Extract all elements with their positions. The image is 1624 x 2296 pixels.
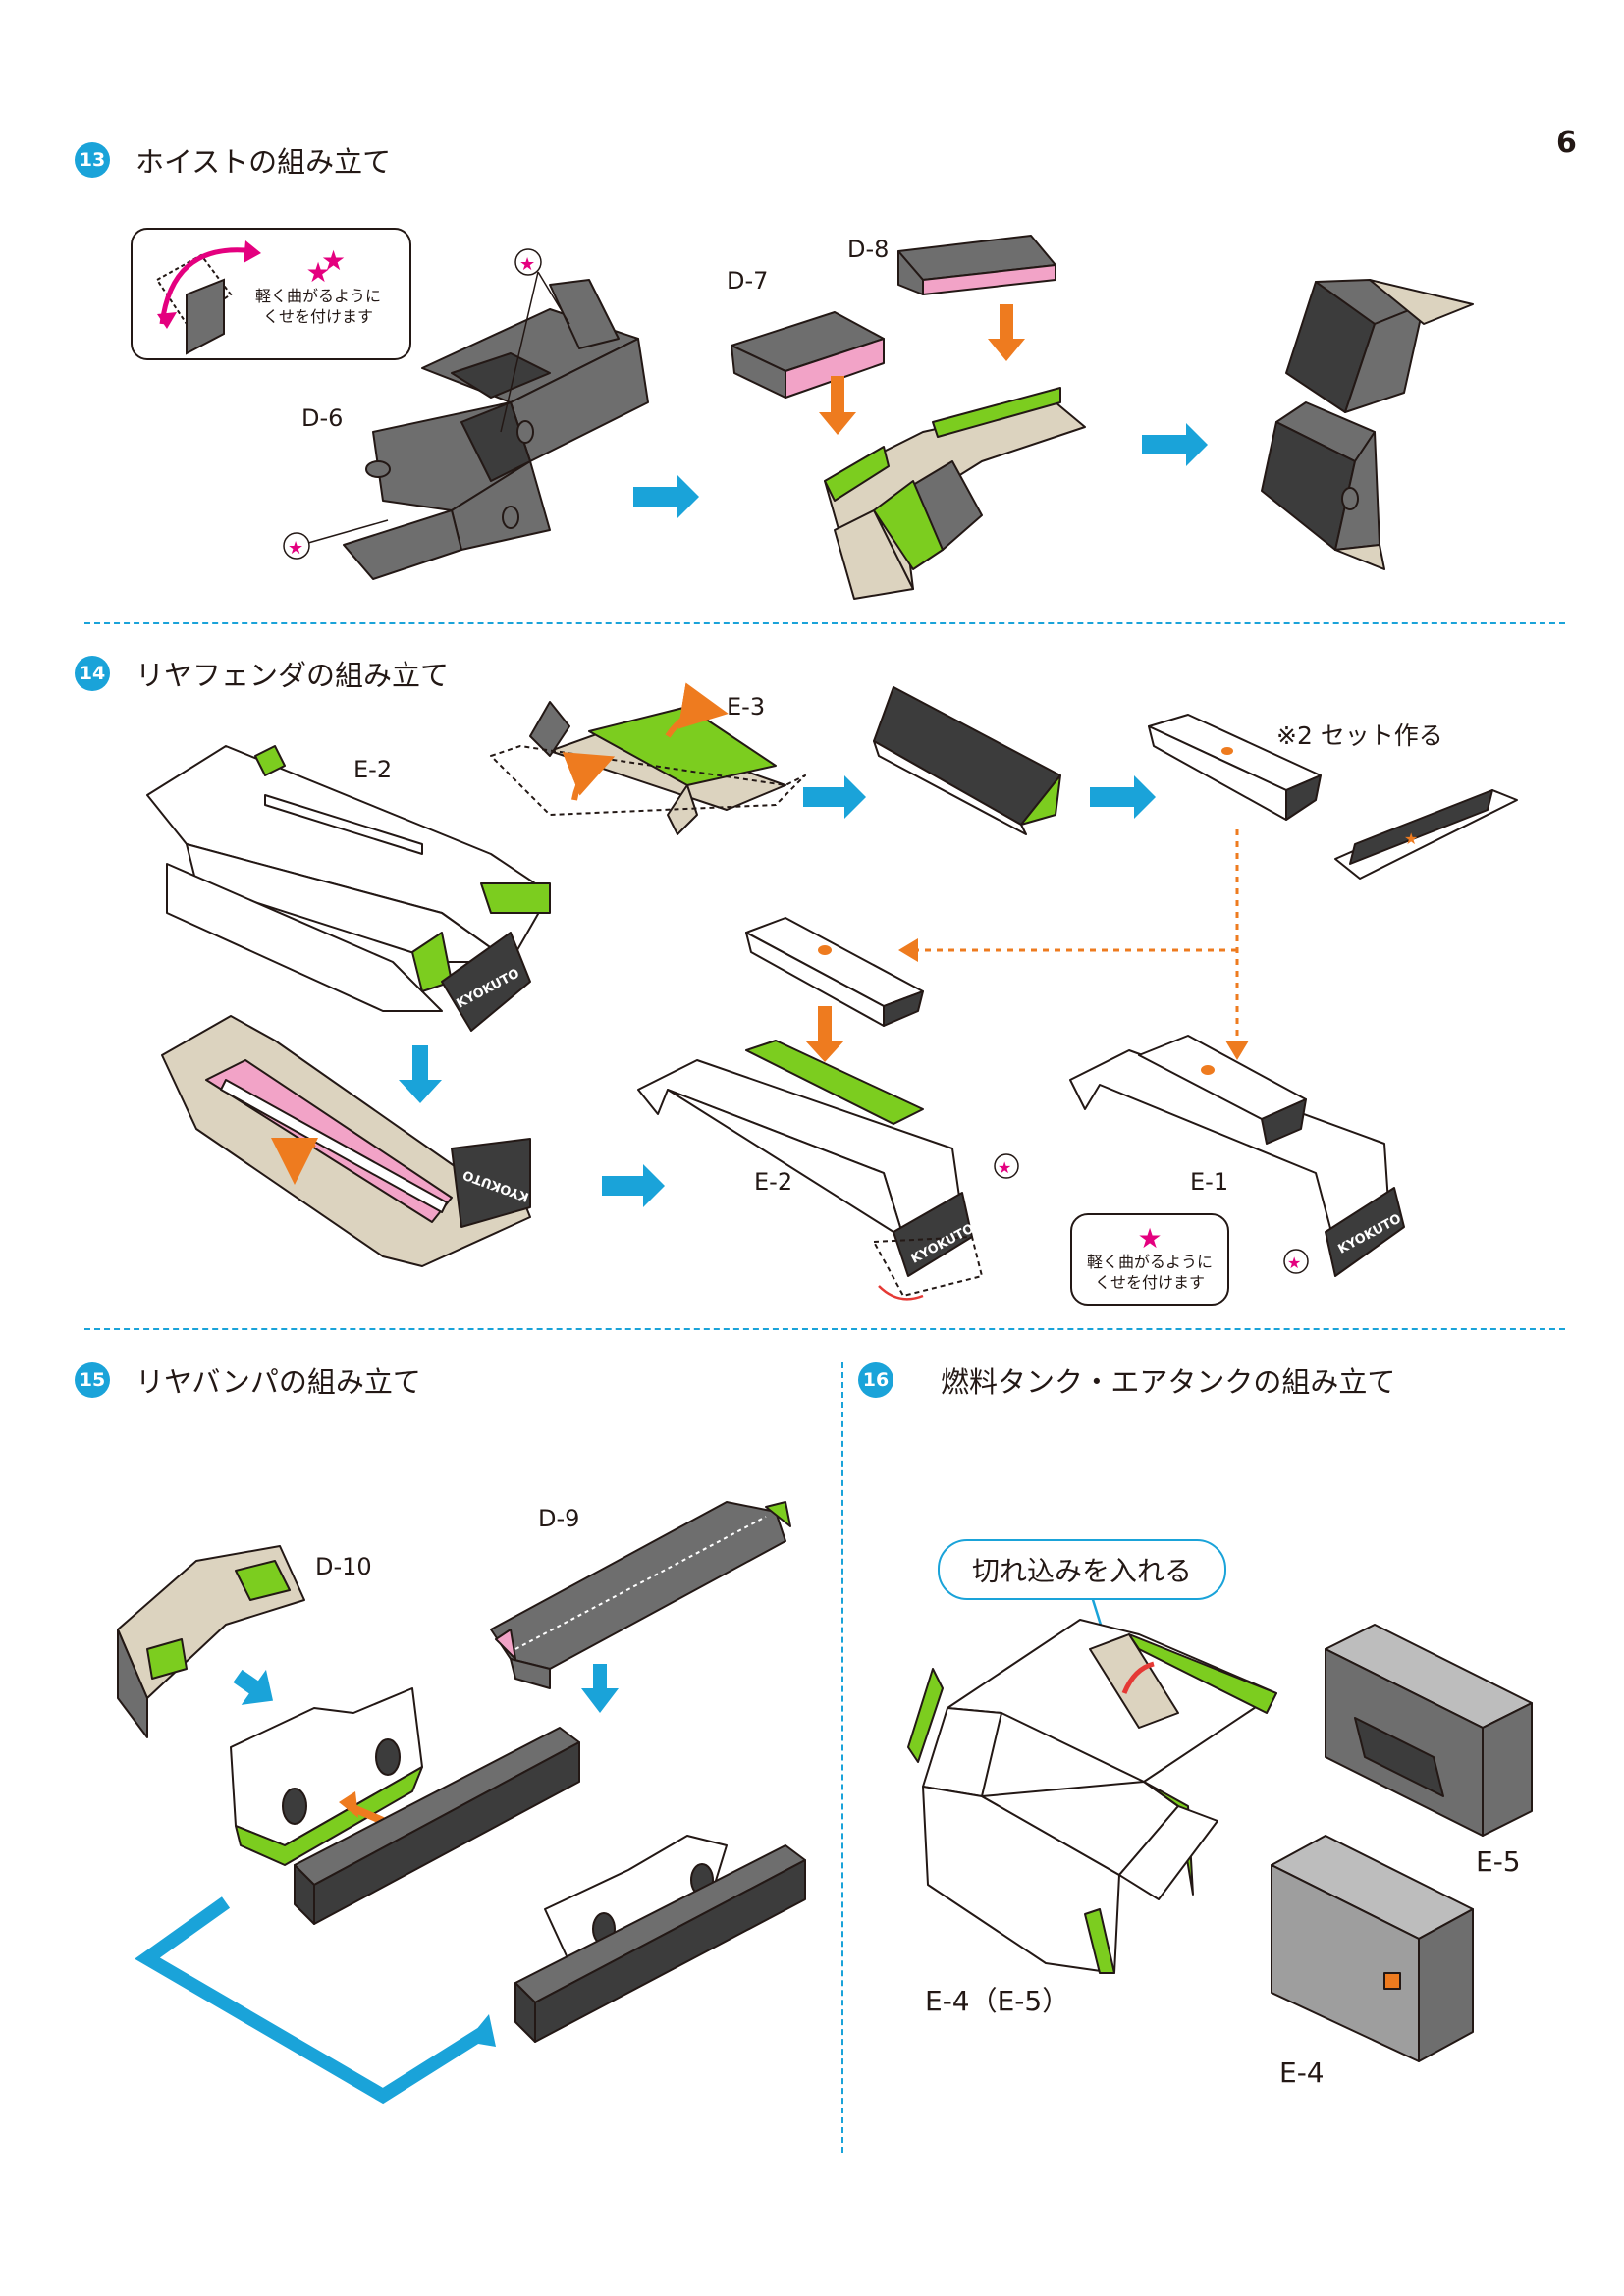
step-15-title: リヤバンパの組み立て — [135, 1365, 421, 1399]
tank-e4-e5-part — [907, 1619, 1277, 1974]
step-13-title: ホイストの組み立て — [135, 145, 392, 179]
label-e4-e5: E-4（E-5） — [925, 1985, 1070, 2017]
label-d10: D-10 — [315, 1553, 372, 1580]
label-e5: E-5 — [1476, 1845, 1521, 1878]
step-13-header: 13 ホイストの組み立て — [75, 139, 391, 181]
label-e2-bottom: E-2 — [754, 1168, 793, 1196]
label-d9: D-9 — [538, 1505, 580, 1532]
fender-e2-part — [146, 745, 551, 1032]
cut-in-callout: 切れ込みを入れる — [938, 1539, 1226, 1600]
step-15-number: 15 — [75, 1362, 110, 1398]
arrow-down-icon — [819, 376, 856, 435]
arrow-down-icon — [988, 304, 1025, 361]
fold-hint-callout-14: ★ 軽く曲がるように くせを付けます — [1070, 1213, 1229, 1306]
tank-e4-completed — [1271, 1835, 1474, 2062]
hoist-d7-d8-assembly — [731, 235, 1086, 600]
callout-line-2: くせを付けます — [262, 307, 373, 326]
bumper-d10-part — [117, 1545, 305, 1738]
arrow-right-icon — [1090, 775, 1156, 819]
step-15-header: 15 リヤバンパの組み立て — [75, 1360, 421, 1401]
arrow-down-icon — [805, 1006, 844, 1062]
arrow-down-icon — [399, 1045, 442, 1103]
star-icon: ★ — [1137, 1222, 1163, 1255]
step-14-header: 14 リヤフェンダの組み立て — [75, 653, 449, 694]
fender-e3-folded — [873, 686, 1061, 835]
arrow-right-icon — [633, 475, 699, 518]
fender-e1-completed — [1069, 1035, 1405, 1277]
label-e2-top: E-2 — [353, 756, 393, 783]
arrow-down-icon — [233, 1669, 274, 1705]
fender-insert-part — [1148, 714, 1518, 880]
step-13-number: 13 — [75, 142, 110, 178]
svg-text:★: ★ — [519, 254, 535, 275]
star-markers-13 — [283, 248, 570, 560]
step-14-title: リヤフェンダの組み立て — [135, 659, 450, 692]
label-e4: E-4 — [1279, 2056, 1325, 2089]
svg-text:★: ★ — [998, 1158, 1011, 1177]
bumper-body-part — [230, 1687, 423, 1866]
label-d8: D-8 — [847, 236, 890, 263]
bumper-bar-part — [294, 1727, 580, 1925]
star-icon: ★ — [305, 256, 331, 289]
tank-e5-completed — [1325, 1624, 1533, 1837]
bumper-d9-part — [490, 1501, 791, 1689]
callout-line-1: 軽く曲がるように — [254, 287, 381, 305]
step-16-header: 16 燃料タンク・エアタンクの組み立て — [858, 1360, 1395, 1401]
section-divider-2 — [84, 1328, 1565, 1330]
fold-hint-callout-13: ★ 軽く曲がるように くせを付けます — [230, 240, 406, 347]
star-icon: ★ — [321, 244, 346, 277]
svg-text:★: ★ — [321, 244, 346, 277]
callout-line-1: 軽く曲がるように — [1086, 1253, 1213, 1271]
two-sets-note: ※2 セット作る — [1276, 721, 1443, 750]
label-e3: E-3 — [727, 693, 766, 721]
step-16-number: 16 — [858, 1362, 893, 1398]
arrow-right-icon — [135, 1896, 485, 2105]
label-e1: E-1 — [1190, 1168, 1229, 1196]
arrow-right-icon — [1142, 423, 1208, 466]
arrow-right-icon — [602, 1164, 665, 1207]
fender-inner-view — [161, 1015, 531, 1267]
star-markers-14 — [994, 1153, 1309, 1274]
hoist-d6-part — [343, 279, 649, 580]
callout-line-2: くせを付けます — [1094, 1273, 1205, 1292]
section-divider-1 — [84, 622, 1565, 624]
label-d6: D-6 — [301, 404, 344, 432]
svg-text:★: ★ — [288, 538, 303, 559]
svg-text:★: ★ — [1404, 829, 1418, 848]
step-14-number: 14 — [75, 656, 110, 691]
fender-e2-assembly — [637, 1040, 983, 1297]
fender-insert-top — [745, 917, 924, 1027]
fold-hint-callout-13 — [131, 228, 411, 360]
step-16-title: 燃料タンク・エアタンクの組み立て — [941, 1365, 1396, 1399]
fender-e3-part — [490, 701, 806, 835]
bumper-completed — [514, 1835, 806, 2043]
section-divider-vertical — [841, 1362, 843, 2153]
hoist-completed — [1261, 279, 1474, 570]
svg-text:★: ★ — [1287, 1254, 1301, 1272]
page-number: 6 — [1556, 126, 1577, 160]
arrow-right-icon — [803, 775, 866, 819]
label-d7: D-7 — [727, 267, 769, 294]
arrow-down-icon — [581, 1664, 619, 1713]
